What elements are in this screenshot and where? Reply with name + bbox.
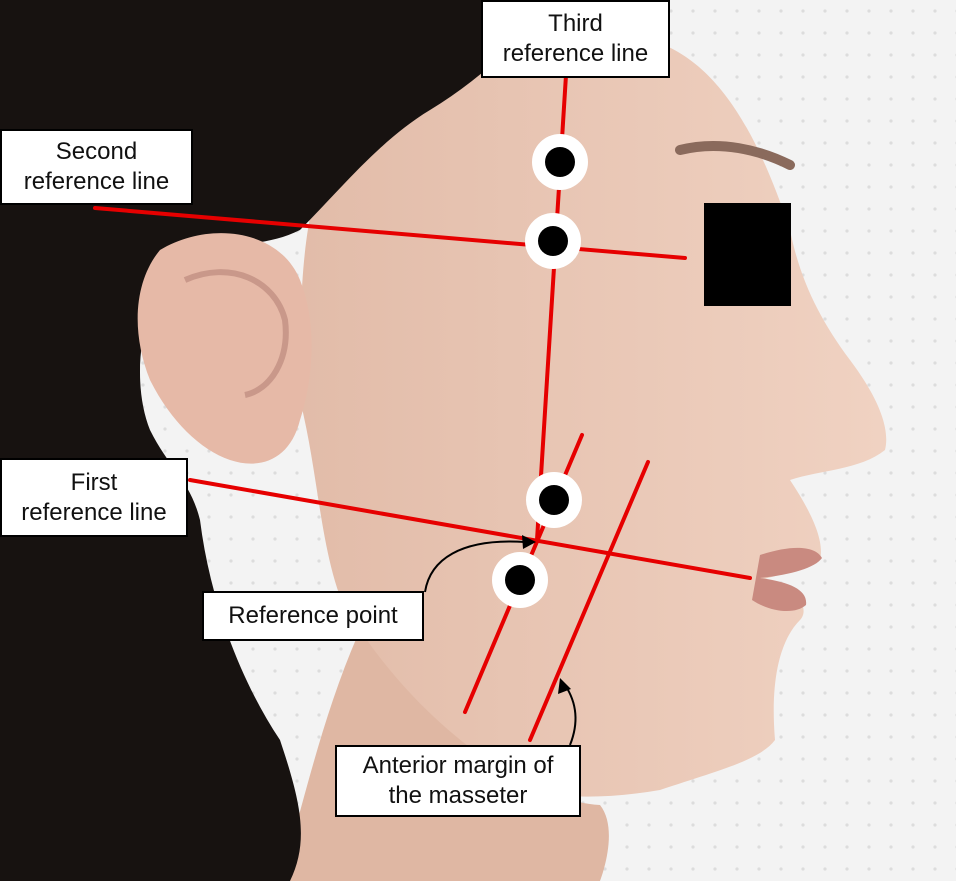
reference-point-label: Reference point bbox=[202, 591, 424, 641]
hair bbox=[0, 0, 560, 881]
marker-second bbox=[525, 213, 581, 269]
anterior-label-line2: the masseter bbox=[388, 782, 528, 809]
reference-point-arrowhead bbox=[522, 535, 536, 549]
first-reference-line bbox=[188, 478, 752, 580]
ear-inner bbox=[183, 269, 289, 398]
anterior-masseter-line bbox=[528, 460, 650, 742]
third-label-line1: Third bbox=[548, 10, 603, 37]
first-reference-line-label: First reference line bbox=[0, 458, 188, 537]
second-label-line2: reference line bbox=[23, 168, 170, 195]
reference-point-arrow bbox=[424, 540, 526, 593]
third-reference-line-label: Third reference line bbox=[481, 0, 670, 78]
reference-point-text: Reference point bbox=[228, 602, 398, 629]
third-label-line2: reference line bbox=[502, 40, 649, 67]
marker-bottom bbox=[492, 552, 548, 608]
anterior-margin-label: Anterior margin of the masseter bbox=[335, 745, 581, 817]
marker-third bbox=[526, 472, 582, 528]
second-reference-line bbox=[93, 206, 687, 260]
marker-top bbox=[532, 134, 588, 190]
eyebrow bbox=[675, 140, 795, 170]
first-label-line1: First bbox=[70, 468, 118, 496]
second-reference-line-label: Second reference line bbox=[0, 129, 193, 205]
first-label-line2: reference line bbox=[21, 498, 167, 526]
masseter-arrowhead bbox=[558, 678, 571, 694]
lips bbox=[752, 547, 822, 612]
anterior-label-line1: Anterior margin of bbox=[362, 752, 554, 779]
second-label-line1: Second bbox=[55, 138, 138, 165]
landmark-markers bbox=[492, 134, 588, 608]
eye-privacy-bar bbox=[704, 203, 791, 306]
